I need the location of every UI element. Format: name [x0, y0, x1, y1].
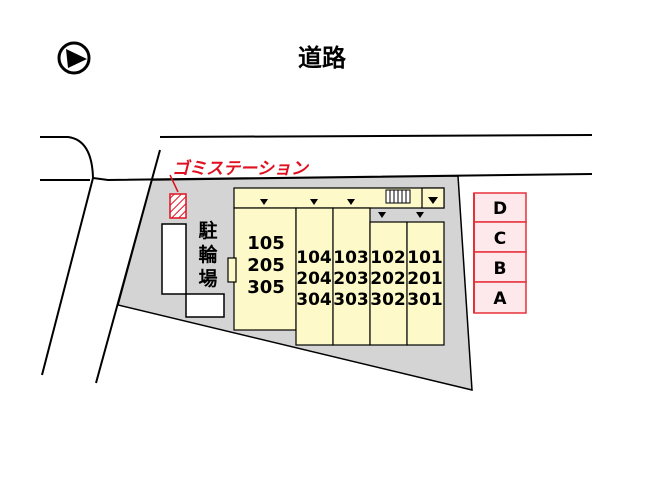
unit-102: 102 — [370, 248, 406, 268]
unit-305: 305 — [247, 277, 285, 298]
entrance-marker-103 — [347, 199, 355, 205]
unit-204: 204 — [296, 269, 332, 289]
parking-label-c: C — [494, 229, 506, 249]
unit-304: 304 — [296, 290, 332, 310]
north-arrow-icon — [57, 41, 91, 75]
svg-text:駐: 駐 — [198, 219, 217, 242]
unit-103: 103 — [333, 248, 369, 268]
parking-space-a — [473, 281, 527, 314]
unit-103-box — [332, 207, 371, 346]
bicycle-parking-box-lower — [185, 293, 225, 318]
road-side-left — [41, 177, 94, 376]
parking-area: D C B A — [473, 192, 527, 314]
parking-label-d: D — [493, 199, 507, 219]
unit-105-box — [233, 207, 297, 331]
unit-101: 101 — [407, 248, 443, 268]
building-west-bay — [227, 257, 237, 283]
parking-label-a: A — [493, 289, 507, 309]
unit-102-box — [369, 221, 408, 346]
unit-201: 201 — [407, 269, 443, 289]
parking-label-b: B — [494, 259, 507, 279]
bicycle-parking-box — [161, 223, 187, 295]
unit-203: 203 — [333, 269, 369, 289]
unit-202: 202 — [370, 269, 406, 289]
road-label: 道路 — [298, 44, 347, 72]
unit-104: 104 — [296, 248, 332, 268]
unit-303: 303 — [333, 290, 369, 310]
road-top-edge-right — [159, 134, 593, 138]
entrance-marker-corner — [428, 197, 438, 204]
svg-text:場: 場 — [198, 268, 217, 290]
road-top-edge — [40, 136, 593, 182]
entrance-marker-101 — [416, 212, 424, 218]
entrance-marker-104 — [310, 199, 318, 205]
garbage-station-leader — [169, 174, 179, 193]
entrance-marker-105 — [260, 199, 268, 205]
entrance-marker-102 — [378, 212, 386, 218]
building-east-block: 104 204 304 103 203 303 102 202 302 101 … — [295, 187, 445, 346]
unit-301: 301 — [407, 290, 443, 310]
unit-302: 302 — [370, 290, 406, 310]
unit-105: 105 — [247, 233, 285, 254]
svg-text:輪: 輪 — [198, 243, 218, 266]
stairs-steps — [389, 190, 407, 203]
building-west-outline — [233, 187, 445, 209]
unit-205: 205 — [247, 255, 285, 276]
unit-101-box — [406, 221, 445, 346]
bicycle-parking-label: 駐 輪 場 — [198, 219, 218, 290]
parking-space-d — [473, 192, 527, 223]
unit-104-box — [295, 207, 334, 346]
garbage-station-label: ゴミステーション — [172, 159, 310, 179]
garbage-station-box — [169, 193, 187, 219]
